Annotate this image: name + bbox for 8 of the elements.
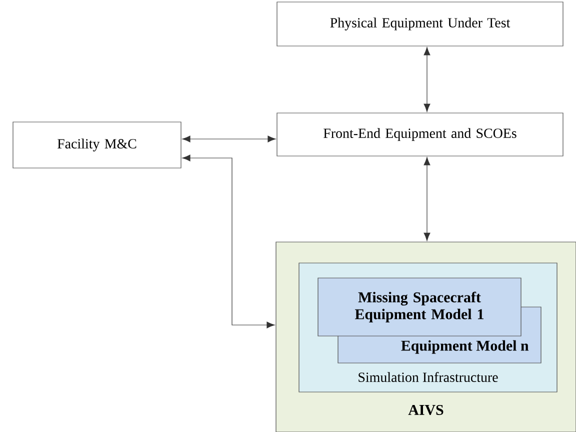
process-box: Front-End Equipment and SCOEs <box>276 112 564 156</box>
arrow <box>182 154 275 328</box>
arrow <box>182 136 276 142</box>
arrow <box>424 157 430 241</box>
process-box: Facility M&C <box>12 122 182 168</box>
process-box: Physical Equipment Under Test <box>276 2 564 46</box>
model-box: Missing Spacecraft Equipment Model 1 <box>318 278 522 336</box>
arrow <box>424 47 430 112</box>
